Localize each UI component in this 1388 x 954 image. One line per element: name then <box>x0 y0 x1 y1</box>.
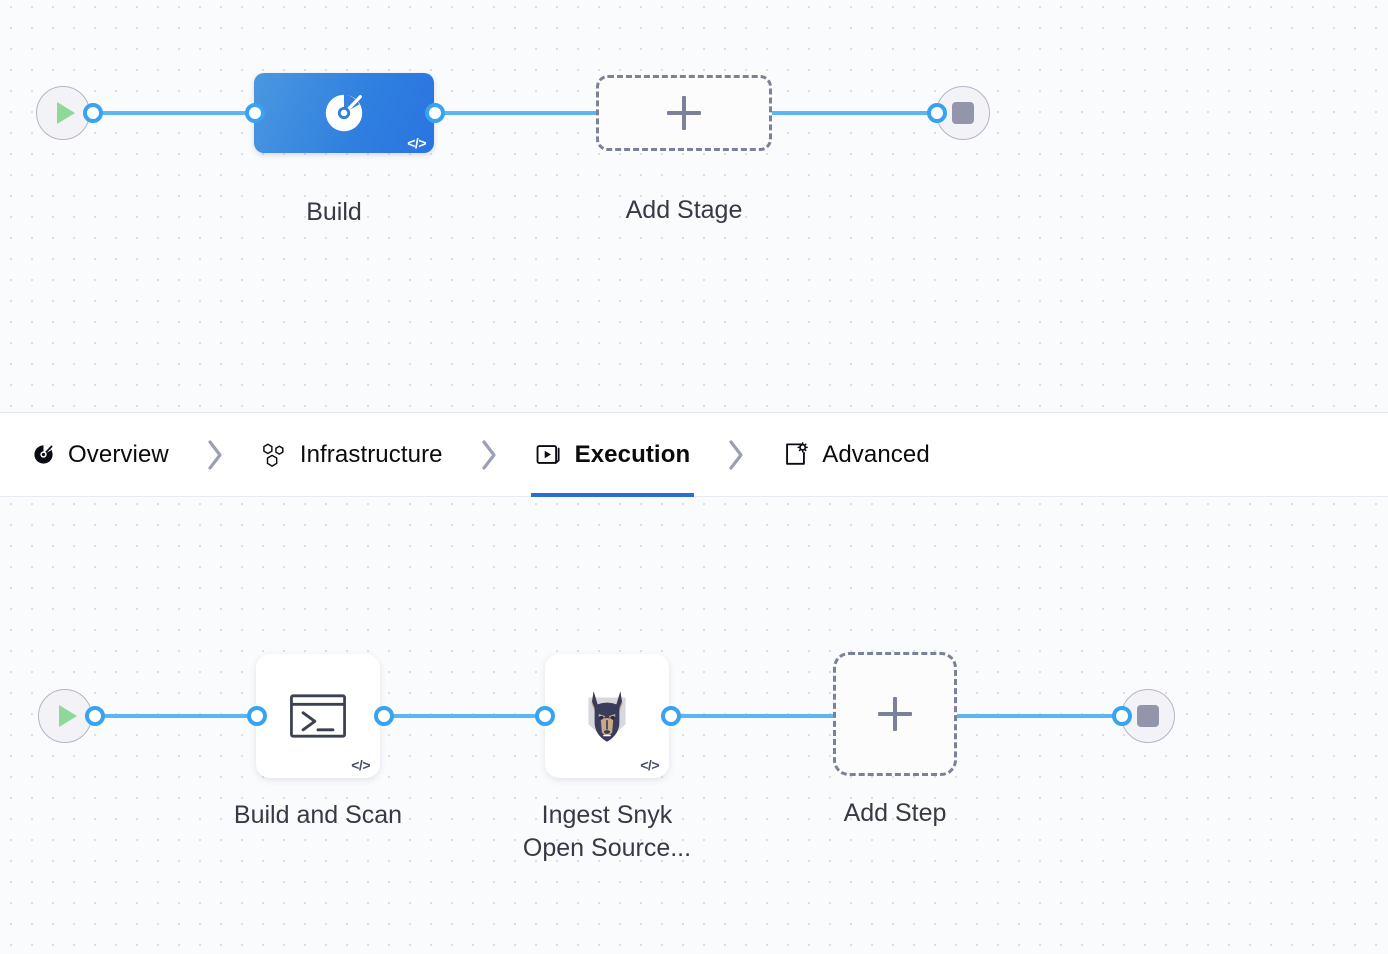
connector-addstep-to-end <box>952 714 1132 718</box>
connector-dot-buildscan-in[interactable] <box>247 706 267 726</box>
tab-infrastructure[interactable]: Infrastructure <box>259 412 445 497</box>
stop-icon <box>952 102 974 124</box>
tab-label-overview: Overview <box>68 440 169 468</box>
step-node-label-ingest-snyk: Ingest Snyk Open Source... <box>522 801 692 862</box>
execution-start-node[interactable] <box>38 689 92 743</box>
step-node-ingest-snyk[interactable]: </> <box>545 654 669 778</box>
stage-node-label-build: Build <box>306 198 362 226</box>
add-step-label: Add Step <box>843 799 947 827</box>
connector-dot-build-out[interactable] <box>425 103 445 123</box>
hexagon-cluster-icon <box>261 442 287 468</box>
tab-separator-chevron-icon <box>726 438 746 472</box>
tab-label-infrastructure: Infrastructure <box>299 440 443 468</box>
connector-start-to-build <box>92 111 262 115</box>
connector-snyk-to-addstep <box>665 714 840 718</box>
connector-dot-exec-end-in[interactable] <box>1112 706 1132 726</box>
play-icon <box>59 705 77 727</box>
tab-label-advanced: Advanced <box>822 440 930 468</box>
plus-icon <box>878 697 912 731</box>
stage-pipeline-canvas[interactable]: </> Build Add Stage <box>0 0 1388 412</box>
connector-addstage-to-end <box>760 111 950 115</box>
ci-build-icon <box>325 94 363 132</box>
execution-steps-canvas[interactable]: </> Build and Scan <box>0 497 1388 954</box>
connector-dot-start-out[interactable] <box>83 103 103 123</box>
connector-dot-snyk-out[interactable] <box>661 706 681 726</box>
connector-dot-buildscan-out[interactable] <box>374 706 394 726</box>
play-icon <box>57 102 75 124</box>
code-badge-icon: </> <box>640 757 659 773</box>
pipeline-start-node[interactable] <box>36 86 90 140</box>
terminal-icon <box>290 694 346 738</box>
stage-node-build[interactable]: </> <box>254 73 434 153</box>
code-badge-icon: </> <box>351 757 370 773</box>
box-gear-icon <box>782 441 809 468</box>
connector-start-to-buildscan <box>95 714 265 718</box>
play-box-icon <box>535 441 562 468</box>
tab-advanced[interactable]: Advanced <box>780 412 932 497</box>
add-stage-button[interactable] <box>596 75 772 151</box>
add-step-button[interactable] <box>833 652 957 776</box>
tab-separator-chevron-icon <box>205 438 225 472</box>
connector-dot-snyk-in[interactable] <box>535 706 555 726</box>
connector-buildscan-to-snyk <box>380 714 555 718</box>
step-node-label-build-and-scan: Build and Scan <box>233 801 403 829</box>
tab-label-execution: Execution <box>574 440 691 468</box>
stage-config-tabs: Overview Infrastructure <box>0 412 1388 497</box>
step-node-build-and-scan[interactable]: </> <box>256 654 380 778</box>
connector-dot-end-in[interactable] <box>927 103 947 123</box>
tab-execution[interactable]: Execution <box>530 412 694 497</box>
stop-icon <box>1137 705 1159 727</box>
ci-build-icon <box>32 443 55 466</box>
tab-separator-chevron-icon <box>479 438 499 472</box>
add-stage-label: Add Stage <box>625 196 743 224</box>
plus-icon <box>667 96 701 130</box>
connector-build-to-addstage <box>430 111 610 115</box>
connector-dot-build-in[interactable] <box>245 103 265 123</box>
snyk-dog-icon <box>588 691 626 742</box>
connector-dot-exec-start-out[interactable] <box>85 706 105 726</box>
tab-overview[interactable]: Overview <box>30 412 171 497</box>
code-badge-icon: </> <box>407 135 426 151</box>
